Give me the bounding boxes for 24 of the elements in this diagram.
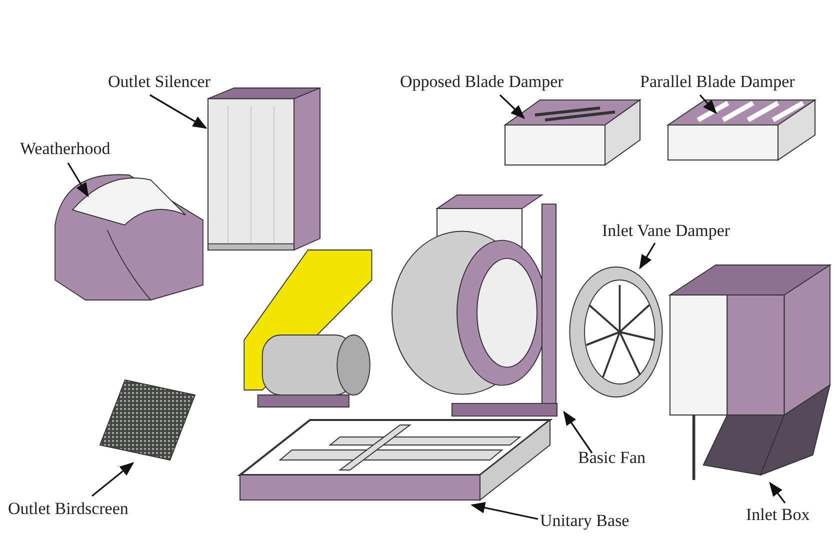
- silencer-drawing: [208, 88, 320, 250]
- leader-arrow: [639, 242, 656, 270]
- part-label: Basic Fan: [578, 448, 646, 468]
- damper-drawing: [505, 100, 640, 165]
- leader-arrow: [769, 482, 786, 504]
- part-label: Inlet Box: [746, 505, 810, 525]
- leader-arrow: [563, 410, 593, 454]
- part-label: Outlet Birdscreen: [8, 499, 128, 519]
- base-drawing: [240, 420, 550, 500]
- part-label: Weatherhood: [20, 139, 110, 159]
- inlet-box-drawing: [670, 265, 830, 480]
- part-label: Opposed Blade Damper: [400, 72, 564, 92]
- part-label: Parallel Blade Damper: [640, 72, 795, 92]
- part-label: Inlet Vane Damper: [602, 221, 730, 241]
- damper-drawing: [668, 100, 815, 160]
- part-label: Outlet Silencer: [108, 72, 210, 92]
- leader-arrow: [92, 462, 134, 497]
- part-label: Unitary Base: [540, 511, 630, 531]
- leader-arrow: [499, 94, 526, 119]
- leader-arrow: [470, 502, 538, 520]
- leader-arrow: [67, 162, 89, 198]
- leader-arrow: [150, 94, 208, 129]
- leader-arrow: [699, 94, 717, 114]
- screen-drawing: [100, 380, 195, 460]
